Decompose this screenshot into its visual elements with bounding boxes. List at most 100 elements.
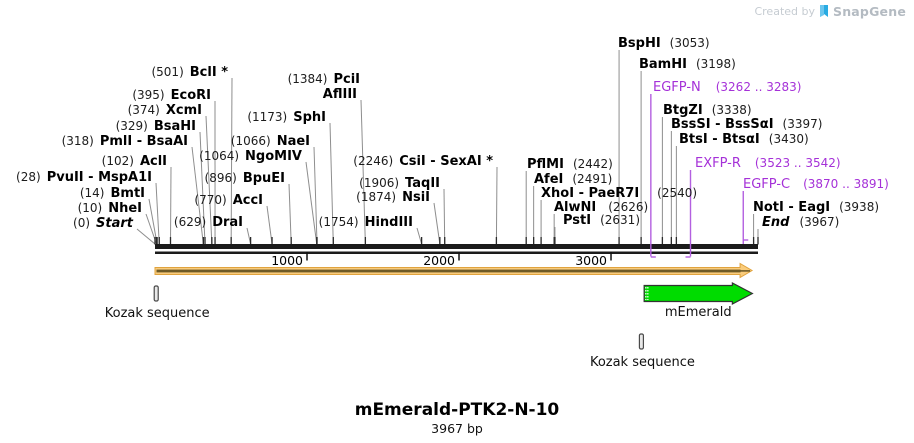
site-label-afei[interactable]: AfeI(2491) (534, 172, 612, 187)
site-label-bcli[interactable]: (501)BclI * (151, 65, 228, 80)
site-position: (10) (77, 201, 103, 215)
site-position: (1066) (230, 134, 271, 148)
site-label-noti-eagi[interactable]: NotI - EagI (3938) (753, 200, 879, 215)
site-label-ngomiv[interactable]: (1064)NgoMIV (199, 149, 302, 164)
site-position: (395) (132, 88, 165, 102)
site-label-hindiii[interactable]: (1754) HindIII (319, 215, 413, 230)
site-position: (770) (194, 193, 227, 207)
site-label-bpuei[interactable]: (896) BpuEI (205, 171, 285, 186)
sequence-bar-underline (155, 251, 758, 254)
site-label-end[interactable]: End (3967) (762, 215, 839, 230)
site-position: (2540) (657, 186, 698, 200)
site-position: (1173) (247, 110, 288, 124)
site-name: NheI (108, 201, 142, 216)
site-name: NotI - EagI (753, 200, 831, 215)
site-label-ecori[interactable]: (395) EcoRI (132, 88, 211, 103)
site-name: EGFP-C (743, 177, 791, 192)
site-label-start[interactable]: (0)Start (73, 216, 133, 231)
site-position: (2626) (608, 200, 649, 214)
site-name: PstI (563, 213, 592, 228)
mEmerald-arrow[interactable] (643, 282, 754, 305)
site-leader-line (230, 77, 233, 245)
site-name: AccI (232, 193, 263, 208)
site-label-csii-sexai[interactable]: (2246)CsiI - SexAI * (353, 154, 493, 169)
site-name: BtsI - BtsαI (679, 132, 760, 147)
site-position: (3870 .. 3891) (803, 177, 889, 191)
site-label-pflmi[interactable]: PflMI(2442) (527, 157, 613, 172)
sequence-bar[interactable] (155, 244, 758, 249)
site-name: PmlI - BsaAI (99, 134, 188, 149)
site-position: (3397) (782, 117, 823, 131)
site-label-bsahi[interactable]: (329)BsaHI (116, 119, 196, 134)
site-position: (3938) (839, 200, 880, 214)
site-name: HindIII (364, 215, 413, 230)
site-label-pmli-bsaai[interactable]: (318)PmlI - BsaAI (62, 134, 188, 149)
site-label-btgzi[interactable]: BtgZI(3338) (663, 103, 752, 118)
site-name: SphI (293, 110, 326, 125)
site-position: (3430) (768, 132, 809, 146)
site-label-bamhi[interactable]: BamHI(3198) (639, 57, 736, 72)
site-name: NsiI (402, 190, 430, 205)
site-name: XcmI (165, 103, 202, 118)
site-name: AfeI (534, 172, 564, 187)
ruler-label: 2000 (423, 253, 456, 268)
site-label-btsi-bts-i[interactable]: BtsI - BtsαI (3430) (679, 132, 809, 147)
primer-label-exfp-r[interactable]: EXFP-R(3523 .. 3542) (695, 156, 841, 171)
feature-label-memerald[interactable]: mEmerald (664, 305, 732, 320)
site-name: BmtI (110, 186, 145, 201)
site-name: EcoRI (170, 88, 211, 103)
watermark-created-by: Created by (754, 5, 815, 18)
site-leader-line (205, 115, 213, 245)
site-label-acli[interactable]: (102)AclI (102, 154, 167, 169)
site-leader-line (288, 183, 292, 245)
site-label-bsssi-bsss-i[interactable]: BssSI - BssSαI(3397) (671, 117, 822, 132)
feature-label-kozak-sequence[interactable]: Kozak sequence (104, 306, 210, 321)
site-label-psti[interactable]: PstI(2631) (563, 213, 640, 228)
site-leader-line (199, 131, 206, 245)
site-label-xhoi-paer7i[interactable]: XhoI - PaeR7I(2540) (541, 186, 697, 201)
watermark-brand: SnapGene (833, 4, 906, 19)
kozak-tick[interactable] (638, 333, 645, 350)
site-position: (896) (204, 171, 237, 185)
site-leader-line (416, 227, 423, 245)
snapgene-logo-icon (820, 5, 828, 17)
site-position: (3262 .. 3283) (715, 80, 802, 94)
ruler-label: 1000 (271, 253, 304, 268)
site-position: (102) (101, 154, 134, 168)
site-label-alwni[interactable]: AlwNI(2626) (554, 200, 648, 215)
site-label-xcmi[interactable]: (374)XcmI (128, 103, 202, 118)
site-label-afliii[interactable]: AflIII (323, 87, 357, 102)
site-position: (3967) (799, 215, 840, 229)
site-position: (1754) (318, 215, 359, 229)
primer-label-egfp-c[interactable]: EGFP-C (3870 .. 3891) (743, 177, 889, 192)
site-label-sphi[interactable]: (1173) SphI (247, 110, 326, 125)
kozak-tick[interactable] (153, 285, 159, 302)
site-name: DraI (212, 215, 243, 230)
site-position: (1874) (356, 190, 397, 204)
site-name: End (762, 215, 790, 230)
site-name: BclI * (189, 65, 228, 80)
site-label-taqii[interactable]: (1906)TaqII (359, 176, 440, 191)
site-label-nsii[interactable]: (1874) NsiI (356, 190, 430, 205)
site-label-bsphi[interactable]: BspHI(3053) (618, 36, 710, 51)
site-position: (3523 .. 3542) (754, 156, 841, 170)
site-label-nhei[interactable]: (10) NheI (78, 201, 142, 216)
site-name: NaeI (276, 134, 310, 149)
site-leader-line (148, 198, 158, 245)
site-name: Start (96, 216, 133, 231)
site-label-pcii[interactable]: (1384)PciI (288, 72, 360, 87)
site-name: BpuEI (242, 171, 285, 186)
site-label-bmti[interactable]: (14)BmtI (80, 186, 145, 201)
site-label-pvuii-mspa1i[interactable]: (28)PvuII - MspA1I (16, 170, 152, 185)
site-label-drai[interactable]: (629)DraI (174, 215, 243, 230)
site-label-acci[interactable]: (770) AccI (194, 193, 263, 208)
primer-label-egfp-n[interactable]: EGFP-N(3262 .. 3283) (653, 80, 801, 95)
site-leader-line (155, 182, 160, 245)
site-label-naei[interactable]: (1066) NaeI (231, 134, 310, 149)
site-position: (1384) (287, 72, 328, 86)
site-position: (2246) (353, 154, 394, 168)
site-leader-line (329, 122, 334, 245)
feature-label-kozak-sequence[interactable]: Kozak sequence (589, 355, 695, 370)
